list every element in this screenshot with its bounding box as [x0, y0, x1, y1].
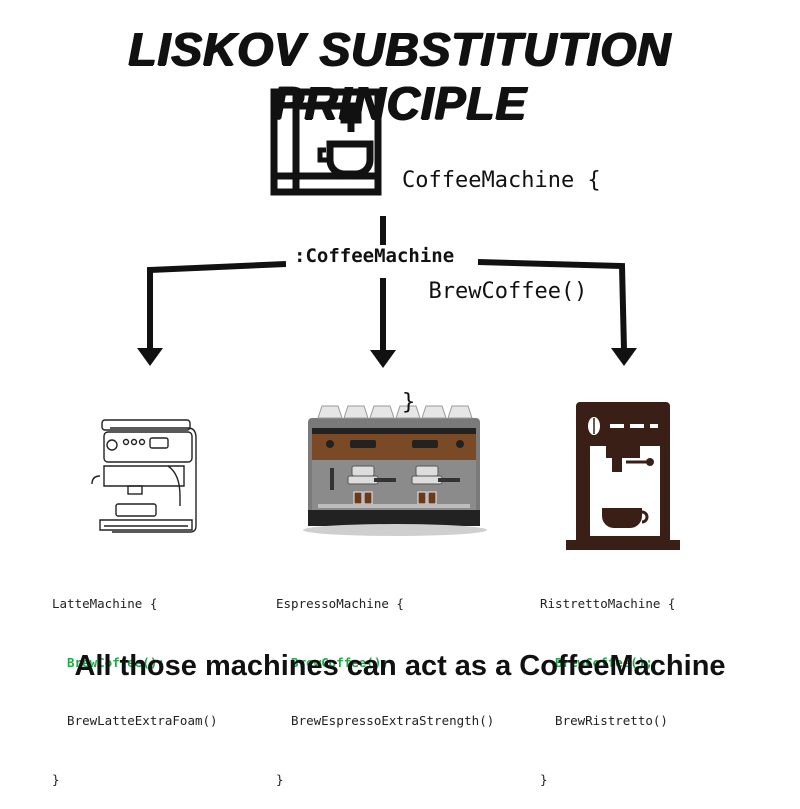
code-line: } [540, 771, 548, 787]
arrow-head-center [370, 350, 396, 368]
diagram-canvas [91, 88, 680, 550]
coffee-machine-icon [270, 88, 382, 196]
code-line: EspressoMachine { [276, 596, 404, 611]
latte-machine-icon [91, 419, 197, 533]
base-class-line: BrewCoffee() [402, 279, 588, 304]
extra-method: BrewRistretto() [540, 713, 668, 728]
extra-method: BrewLatteExtraFoam() [52, 713, 218, 728]
inherited-method: BrewCoffee(); [540, 654, 653, 670]
connector-label: :CoffeeMachine [286, 245, 463, 267]
espresso-machine-icon [303, 405, 487, 536]
inherited-method: BrewCoffee(); [276, 654, 389, 670]
code-line: } [52, 771, 60, 787]
left-line [147, 261, 287, 350]
ristretto-machine-icon [566, 402, 680, 550]
right-line [477, 259, 627, 351]
arrow-head-right [611, 348, 637, 366]
arrow-head-left [137, 348, 163, 366]
inherited-method: BrewCoffee(); [52, 654, 165, 670]
code-line: } [276, 771, 284, 787]
code-line: LatteMachine { [52, 596, 158, 611]
inheritance-arrows [147, 216, 627, 352]
base-class-code: CoffeeMachine { BrewCoffee() } [402, 88, 601, 458]
diagram-title: LISKOV SUBSTITUTION PRINCIPLE [128, 23, 672, 129]
code-line: RistrettoMachine { [540, 596, 676, 611]
base-class-line: } [402, 390, 416, 415]
extra-method: BrewEspressoExtraStrength() [276, 713, 495, 728]
footer-caption: All those machines can act as a CoffeeMa… [74, 650, 726, 682]
base-class-line: CoffeeMachine { [402, 168, 601, 193]
arrow-heads [137, 348, 637, 368]
